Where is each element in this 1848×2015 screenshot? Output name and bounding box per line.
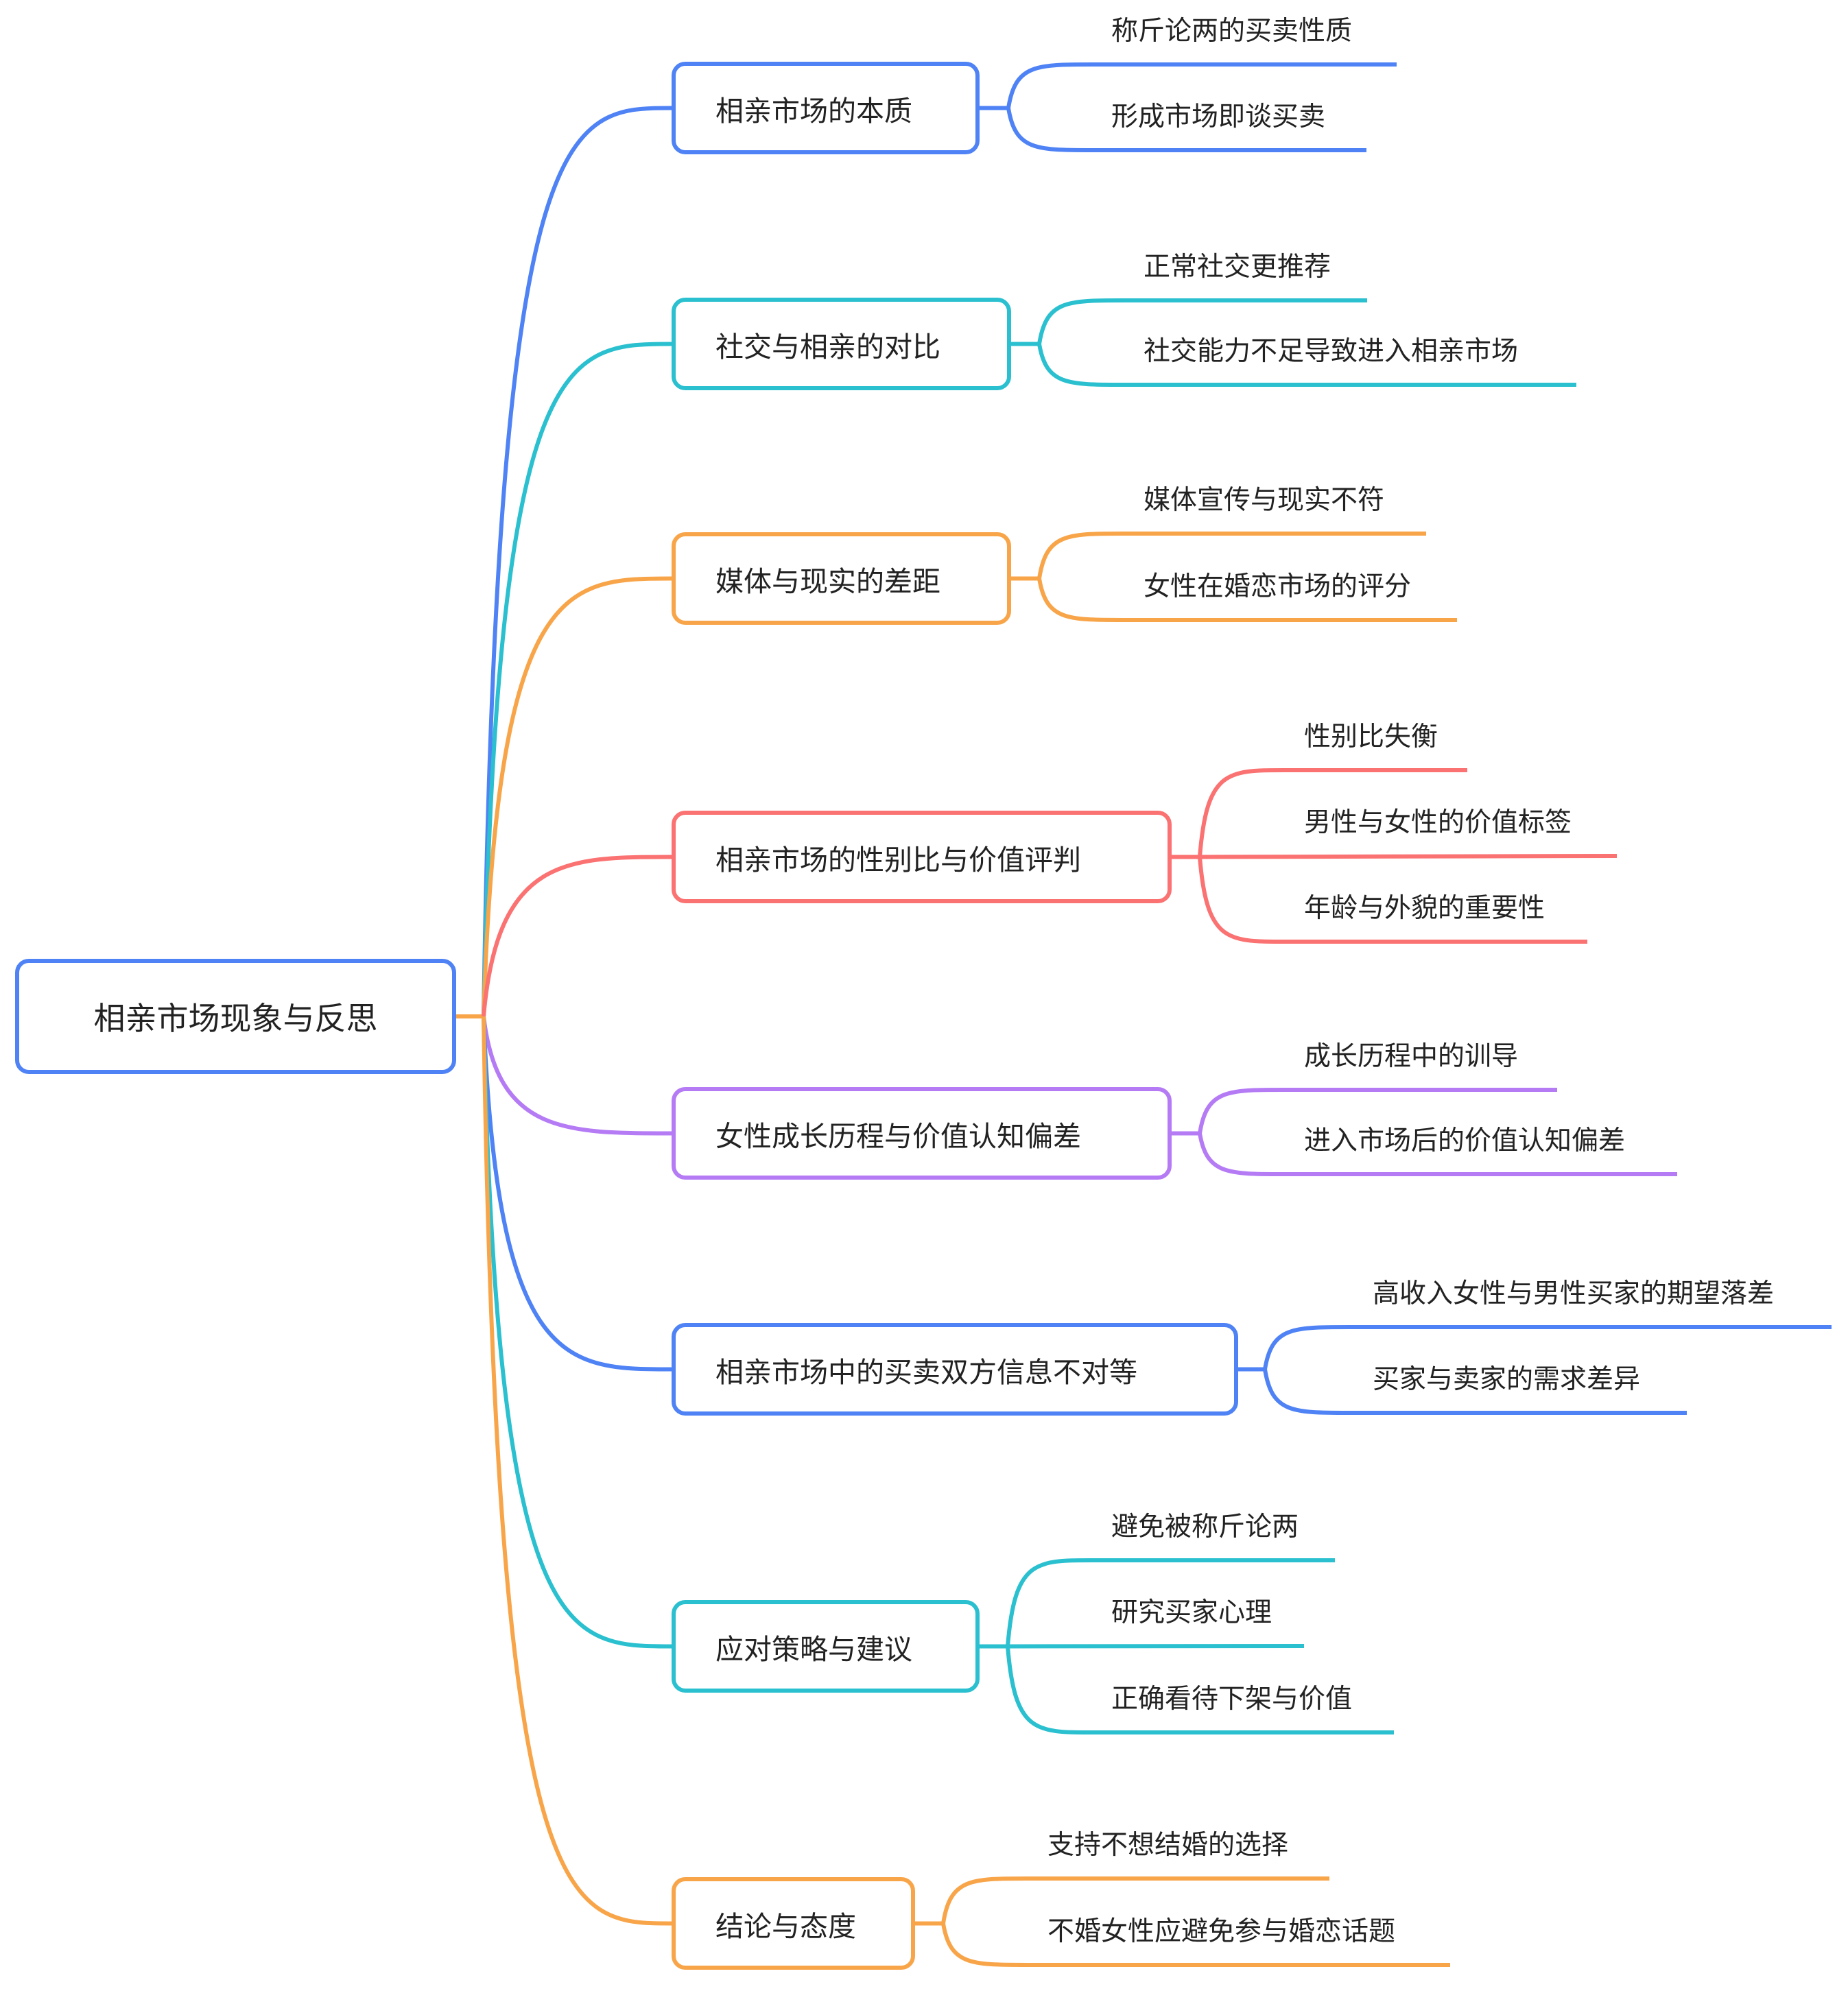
leaf-node[interactable]: 支持不想结婚的选择 bbox=[1047, 1830, 1289, 1861]
leaf-node[interactable]: 女性在婚恋市场的评分 bbox=[1144, 571, 1412, 602]
leaf-node[interactable]: 男性与女性的价值标签 bbox=[1304, 807, 1572, 838]
leaf-node[interactable]: 成长历程中的训导 bbox=[1304, 1041, 1519, 1072]
leaf-link bbox=[941, 1923, 1450, 1967]
leaf-link bbox=[1007, 1644, 1305, 1649]
leaf-link bbox=[1198, 1088, 1557, 1134]
root-label: 相亲市场现象与反思 bbox=[93, 1000, 378, 1037]
leaf-node[interactable]: 进入市场后的价值认知偏差 bbox=[1304, 1125, 1626, 1156]
leaf-node[interactable]: 不婚女性应避免参与婚恋话题 bbox=[1047, 1916, 1396, 1947]
leaf-node[interactable]: 媒体宣传与现实不符 bbox=[1144, 485, 1385, 516]
leaf-link bbox=[1006, 62, 1397, 108]
leaf-node[interactable]: 正常社交更推荐 bbox=[1144, 252, 1331, 283]
branch-link bbox=[482, 1016, 672, 1926]
root-node[interactable]: 相亲市场现象与反思 bbox=[15, 959, 456, 1074]
leaf-node[interactable]: 称斤论两的买卖性质 bbox=[1111, 16, 1353, 47]
leaf-link bbox=[941, 1876, 1329, 1924]
leaf-link bbox=[1037, 578, 1457, 622]
branch-link bbox=[482, 1016, 672, 1649]
branch-label: 结论与态度 bbox=[715, 1909, 856, 1943]
branch-label: 应对策略与建议 bbox=[715, 1632, 912, 1666]
leaf-node[interactable]: 年龄与外貌的重要性 bbox=[1304, 893, 1545, 924]
branch-label: 媒体与现实的差距 bbox=[715, 564, 940, 598]
leaf-node[interactable]: 避免被称斤论两 bbox=[1111, 1512, 1299, 1542]
branch-node[interactable]: 社交与相亲的对比 bbox=[672, 298, 1011, 390]
leaf-node[interactable]: 性别比失衡 bbox=[1304, 722, 1438, 752]
leaf-link bbox=[1006, 108, 1366, 152]
branch-link bbox=[482, 576, 672, 1017]
leaf-link bbox=[1198, 857, 1587, 944]
branch-node[interactable]: 女性成长历程与价值认知偏差 bbox=[672, 1087, 1172, 1180]
leaf-link bbox=[1263, 1325, 1832, 1370]
leaf-link bbox=[1198, 1133, 1677, 1176]
leaf-link bbox=[1198, 768, 1467, 857]
branch-node[interactable]: 媒体与现实的差距 bbox=[672, 532, 1011, 625]
branch-node[interactable]: 相亲市场中的买卖双方信息不对等 bbox=[672, 1323, 1238, 1416]
leaf-node[interactable]: 社交能力不足导致进入相亲市场 bbox=[1144, 336, 1519, 367]
branch-label: 相亲市场中的买卖双方信息不对等 bbox=[715, 1355, 1137, 1389]
branch-node[interactable]: 结论与态度 bbox=[672, 1877, 915, 1970]
branch-link bbox=[482, 1016, 672, 1136]
leaf-node[interactable]: 正确看待下架与价值 bbox=[1111, 1684, 1353, 1715]
branch-label: 相亲市场的本质 bbox=[715, 94, 912, 128]
leaf-node[interactable]: 研究买家心理 bbox=[1111, 1597, 1272, 1628]
leaf-link bbox=[1037, 532, 1426, 579]
branch-label: 相亲市场的性别比与价值评判 bbox=[715, 843, 1081, 877]
leaf-node[interactable]: 买家与卖家的需求差异 bbox=[1373, 1364, 1641, 1395]
branch-link bbox=[482, 855, 672, 1017]
branch-link bbox=[482, 1016, 672, 1372]
branch-node[interactable]: 应对策略与建议 bbox=[672, 1600, 980, 1693]
leaf-link bbox=[1006, 1646, 1394, 1734]
leaf-link bbox=[1199, 854, 1618, 859]
leaf-node[interactable]: 形成市场即谈买卖 bbox=[1111, 102, 1326, 132]
leaf-link bbox=[1263, 1369, 1687, 1415]
branch-label: 社交与相亲的对比 bbox=[715, 330, 940, 363]
branch-node[interactable]: 相亲市场的性别比与价值评判 bbox=[672, 811, 1172, 903]
branch-link bbox=[482, 106, 672, 1017]
branch-link bbox=[482, 342, 672, 1017]
leaf-link bbox=[1037, 344, 1576, 387]
branch-node[interactable]: 相亲市场的本质 bbox=[672, 62, 980, 154]
leaf-link bbox=[1037, 298, 1367, 344]
leaf-link bbox=[1006, 1558, 1335, 1647]
leaf-node[interactable]: 高收入女性与男性买家的期望落差 bbox=[1373, 1278, 1775, 1309]
branch-label: 女性成长历程与价值认知偏差 bbox=[715, 1119, 1081, 1153]
